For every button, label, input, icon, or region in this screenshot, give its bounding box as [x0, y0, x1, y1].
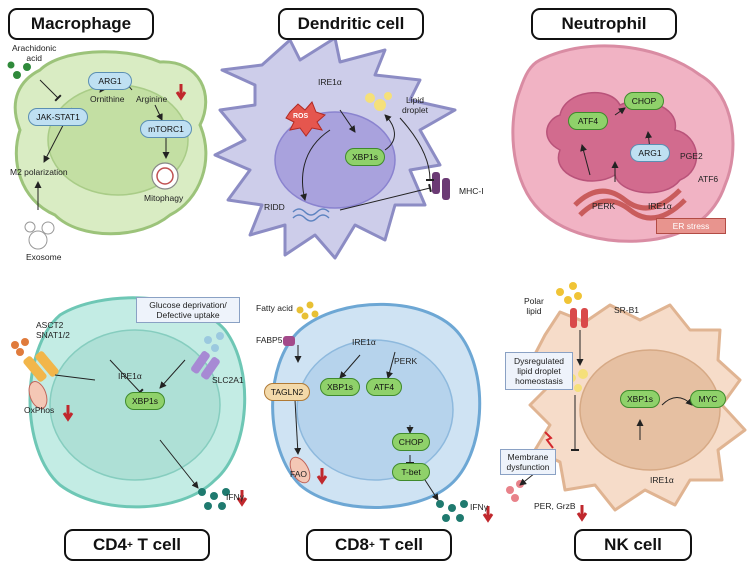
fabp5-icon [283, 336, 295, 346]
jak-stat1-node: JAK-STAT1 [28, 108, 88, 126]
asct2-label: ASCT2 SNAT1/2 [36, 320, 70, 340]
cd4-ire1a-label: IRE1α [118, 371, 142, 381]
nk-ire1a-label: IRE1α [650, 475, 674, 485]
mitochondrion-icon [289, 456, 311, 484]
ornithine-label: Ornithine [90, 94, 125, 104]
fatty-acid-label: Fatty acid [256, 303, 293, 313]
exosome-label: Exosome [26, 252, 62, 262]
mtorc1-node: mTORC1 [140, 120, 192, 138]
cd8-perk-label: PERK [394, 356, 418, 366]
neutrophil-arg1-node: ARG1 [630, 144, 670, 162]
nk-xbp1s-node: XBP1s [620, 390, 660, 408]
mitochondrion-icon [28, 381, 48, 409]
dendritic-cell [213, 36, 457, 260]
dc-xbp1s-node: XBP1s [345, 148, 385, 166]
neutrophil-cell [511, 44, 735, 243]
cd4-xbp1s-node: XBP1s [125, 392, 165, 410]
cd4-title-sup: + [126, 539, 133, 551]
er-stress-box: ER stress [656, 218, 726, 234]
mhc-i-label: MHC-I [459, 186, 484, 196]
glucose-transporter-icon [191, 351, 220, 380]
srb1-receptor-icon [570, 308, 588, 328]
ridd-label: RIDD [264, 202, 285, 212]
neutrophil-perk-label: PERK [592, 201, 616, 211]
dysregulated-lipid-box: Dysregulated lipid droplet homeostasis [505, 352, 573, 390]
neutrophil-chop-node: CHOP [624, 92, 664, 110]
glucose-deprivation-box: Glucose deprivation/ Defective uptake [136, 297, 240, 323]
slc2a1-label: SLC2A1 [212, 375, 244, 385]
srb1-label: SR-B1 [614, 305, 640, 315]
dc-ire1a-label: IRE1α [318, 77, 342, 87]
cd8-atf4-node: ATF4 [366, 378, 402, 396]
neutrophil-title: Neutrophil [531, 8, 677, 40]
cd8-title: CD8+ T cell [306, 529, 452, 561]
arachidonic-acid-label: Arachidonic acid [12, 43, 57, 63]
per-grzb-label: PER, GrzB [534, 501, 576, 511]
cd8-ifng-label: IFNγ [470, 502, 488, 512]
mitochondrion-icon [151, 162, 179, 190]
transporter-icon [23, 351, 59, 382]
lipid-droplet-label: Lipid droplet [402, 95, 428, 115]
cd8-tcell [271, 301, 494, 523]
arg1-node: ARG1 [88, 72, 132, 90]
cd8-title-rest: T cell [374, 535, 424, 554]
cd4-title-main: CD4 [92, 535, 127, 554]
oxphos-label: OxPhos [24, 405, 55, 415]
cd8-xbp1s-node: XBP1s [320, 378, 360, 396]
fabp5-label: FABP5 [256, 335, 283, 345]
tbet-node: T-bet [392, 463, 430, 481]
neutrophil-atf4-node: ATF4 [568, 112, 608, 130]
ros-burst-icon [285, 101, 326, 137]
mitophagy-label: Mitophagy [144, 193, 184, 203]
nk-title: NK cell [574, 529, 692, 561]
m2-polarization-label: M2 polarization [10, 167, 68, 177]
cd8-chop-node: CHOP [392, 433, 430, 451]
neutrophil-ire1a-label: IRE1α [648, 201, 672, 211]
mhc-receptor-icon [432, 172, 450, 200]
arginine-label: Arginine [136, 94, 168, 104]
ros-label: ROS [293, 113, 309, 120]
membrane-dysfunction-box: Membrane dysfunction [500, 449, 556, 475]
macrophage-title: Macrophage [8, 8, 154, 40]
myc-node: MYC [690, 390, 726, 408]
cd8-title-main: CD8 [334, 535, 369, 554]
cd4-ifng-label: IFNγ [226, 492, 244, 502]
polar-lipid-label: Polar lipid [524, 296, 544, 316]
dendritic-title: Dendritic cell [278, 8, 424, 40]
atf6-label: ATF6 [698, 174, 719, 184]
fao-label: FAO [290, 469, 308, 479]
cd4-title: CD4+ T cell [64, 529, 210, 561]
tagln2-node: TAGLN2 [264, 383, 310, 401]
cd8-title-sup: + [368, 539, 375, 551]
cd4-title-rest: T cell [132, 535, 182, 554]
pge2-label: PGE2 [680, 151, 703, 161]
cd8-ire1a-label: IRE1α [352, 337, 376, 347]
